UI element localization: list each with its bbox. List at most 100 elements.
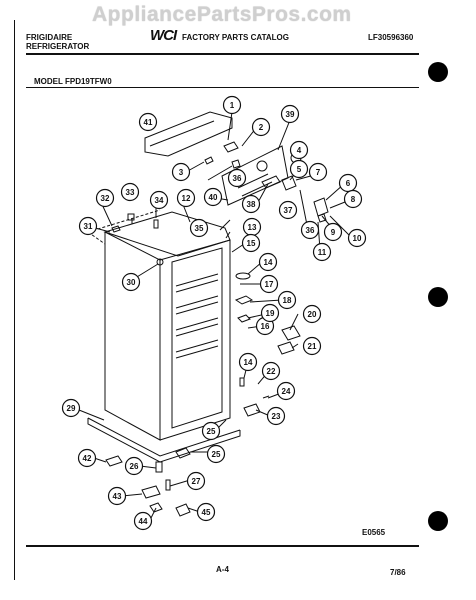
callout-label: 10 — [353, 234, 362, 243]
callout-40: 40 — [203, 187, 223, 207]
callout-7: 7 — [308, 162, 328, 182]
part-44-drawing — [149, 502, 163, 513]
callout-circle — [276, 381, 296, 401]
callout-label: 36 — [233, 174, 242, 183]
part-2-drawing — [223, 141, 239, 153]
callout-21: 21 — [302, 336, 322, 356]
callout-43: 43 — [107, 486, 127, 506]
callout-label: 32 — [101, 194, 110, 203]
callout-label: 9 — [331, 228, 336, 237]
callout-39: 39 — [280, 104, 300, 124]
catalog-number: LF30596360 — [368, 33, 414, 42]
part-21-drawing — [277, 341, 295, 355]
callout-circle — [78, 216, 98, 236]
callout-label: 19 — [266, 309, 275, 318]
callout-label: 25 — [212, 450, 221, 459]
binder-hole-bottom — [428, 511, 448, 531]
footer-rule — [26, 545, 419, 547]
callout-label: 30 — [127, 278, 136, 287]
callout-9: 9 — [323, 222, 343, 242]
callout-label: 37 — [284, 206, 293, 215]
callout-label: 4 — [297, 146, 302, 155]
callout-label: 40 — [209, 193, 218, 202]
callout-27: 27 — [186, 471, 206, 491]
callout-circle — [308, 162, 328, 182]
callout-35: 35 — [189, 218, 209, 238]
callout-label: 14 — [244, 358, 253, 367]
callout-label: 24 — [282, 387, 291, 396]
callout-label: 20 — [308, 310, 317, 319]
callout-circle — [241, 233, 261, 253]
callout-circle — [121, 272, 141, 292]
part-20-drawing — [281, 325, 301, 341]
callout-label: 18 — [283, 296, 292, 305]
figure-code: E0565 — [362, 528, 386, 537]
callout-circle — [206, 444, 226, 464]
wci-logo: WCI — [150, 27, 177, 44]
callout-label: 43 — [113, 492, 122, 501]
binder-hole-top — [428, 62, 448, 82]
callout-label: 5 — [297, 165, 302, 174]
callout-label: 35 — [195, 224, 204, 233]
callout-44: 44 — [133, 511, 153, 531]
part-45-drawing — [175, 503, 191, 517]
callout-36: 36 — [227, 168, 247, 188]
callout-label: 34 — [155, 196, 164, 205]
callout-label: 39 — [286, 110, 295, 119]
callout-38: 38 — [241, 194, 261, 214]
part-42-drawing — [105, 455, 123, 467]
callout-circle — [176, 188, 196, 208]
callout-circle — [124, 456, 144, 476]
callout-6: 6 — [338, 173, 358, 193]
callout-label: 17 — [265, 280, 274, 289]
callout-4: 4 — [289, 140, 309, 160]
part-36-drawing — [231, 159, 241, 169]
model-number: MODEL FPD19TFW0 — [34, 77, 112, 86]
callout-label: 36 — [306, 226, 315, 235]
callout-circle — [261, 361, 281, 381]
callout-37: 37 — [278, 200, 298, 220]
callout-5: 5 — [289, 159, 309, 179]
part-43-drawing — [141, 485, 161, 499]
part-41-drawing — [144, 111, 233, 157]
part-32-drawing — [111, 225, 121, 233]
callout-label: 14 — [264, 258, 273, 267]
callout-circle — [302, 304, 322, 324]
page-number: A-4 — [216, 565, 229, 574]
callout-circle — [323, 222, 343, 242]
callout-circle — [259, 274, 279, 294]
callout-circle — [95, 188, 115, 208]
callout-circle — [278, 200, 298, 220]
model-rule — [26, 87, 419, 88]
callout-label: 38 — [247, 200, 256, 209]
callout-circle — [61, 398, 81, 418]
callout-circle — [186, 471, 206, 491]
part-33-drawing — [127, 213, 135, 221]
callout-26: 26 — [124, 456, 144, 476]
product-type: REFRIGERATOR — [26, 42, 90, 51]
brand-name: FRIGIDAIRE — [26, 33, 73, 42]
callout-25: 25 — [201, 421, 221, 441]
callout-circle — [77, 448, 97, 468]
cabinet-top-drawing — [103, 211, 231, 257]
catalog-title: FACTORY PARTS CATALOG — [182, 33, 289, 42]
callout-31: 31 — [78, 216, 98, 236]
callout-22: 22 — [261, 361, 281, 381]
callout-circle — [107, 486, 127, 506]
callout-label: 13 — [248, 223, 257, 232]
callout-circle — [343, 189, 363, 209]
callout-label: 45 — [202, 508, 211, 517]
callout-circle — [189, 218, 209, 238]
callout-label: 23 — [272, 412, 281, 421]
callout-label: 26 — [130, 462, 139, 471]
callout-circle — [289, 140, 309, 160]
callout-circle — [280, 104, 300, 124]
callout-circle — [120, 182, 140, 202]
part-18-drawing — [234, 295, 254, 305]
callout-45: 45 — [196, 502, 216, 522]
callout-label: 27 — [192, 477, 201, 486]
part-27-drawing — [165, 479, 171, 491]
cabinet-side-drawing — [104, 231, 161, 441]
